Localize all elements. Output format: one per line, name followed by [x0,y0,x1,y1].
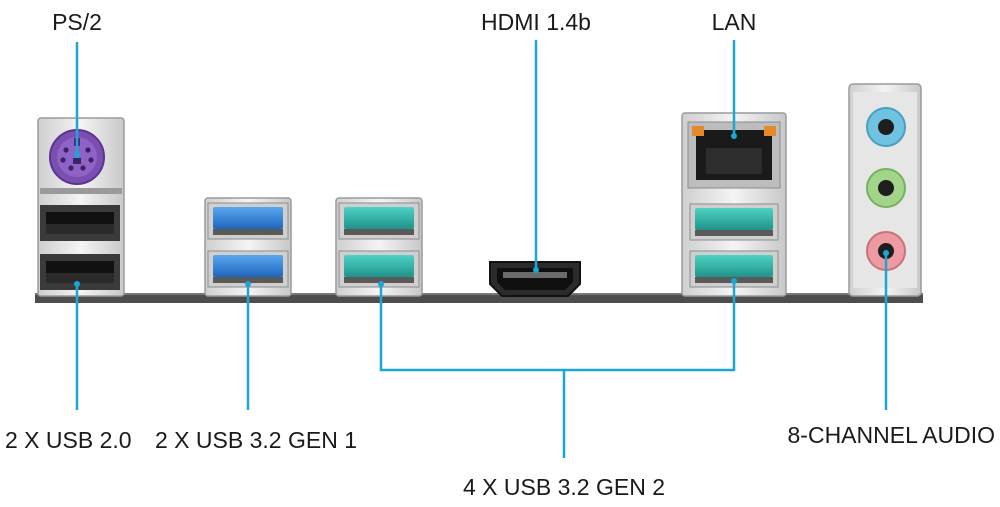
board-edge [35,293,923,303]
usb32-gen2-port-b[interactable] [338,250,420,288]
usb20-port-bottom[interactable] [40,254,120,290]
label-usb32-gen1: 2 X USB 3.2 GEN 1 [155,427,357,453]
usb32-gen2-port-c[interactable] [689,203,779,241]
label-usb20: 2 X USB 2.0 [5,427,132,453]
callout-usb32-gen2 [379,281,736,372]
board-edge-highlight [35,293,923,295]
usb32-gen2-port-a[interactable] [338,202,420,240]
audio-jack-blue[interactable] [866,107,906,147]
usb32-gen2-stack-left [335,197,423,297]
callout-dots [74,133,889,287]
callout-lines [75,40,888,458]
usb20-port-top[interactable] [40,205,120,241]
usb32-gen1-stack [204,197,292,297]
usb32-gen1-port-bottom[interactable] [207,250,289,288]
audio-jack-green[interactable] [866,168,906,208]
hdmi-port[interactable] [489,261,581,297]
usb32-gen1-port-top[interactable] [207,202,289,240]
label-ps2: PS/2 [52,9,102,35]
lan-usb-stack [681,112,787,297]
label-usb32-gen2: 4 X USB 3.2 GEN 2 [463,474,665,500]
label-lan: LAN [712,9,757,35]
label-hdmi: HDMI 1.4b [481,9,591,35]
ps2-usb20-stack [37,117,125,297]
label-audio: 8-CHANNEL AUDIO [788,422,995,448]
